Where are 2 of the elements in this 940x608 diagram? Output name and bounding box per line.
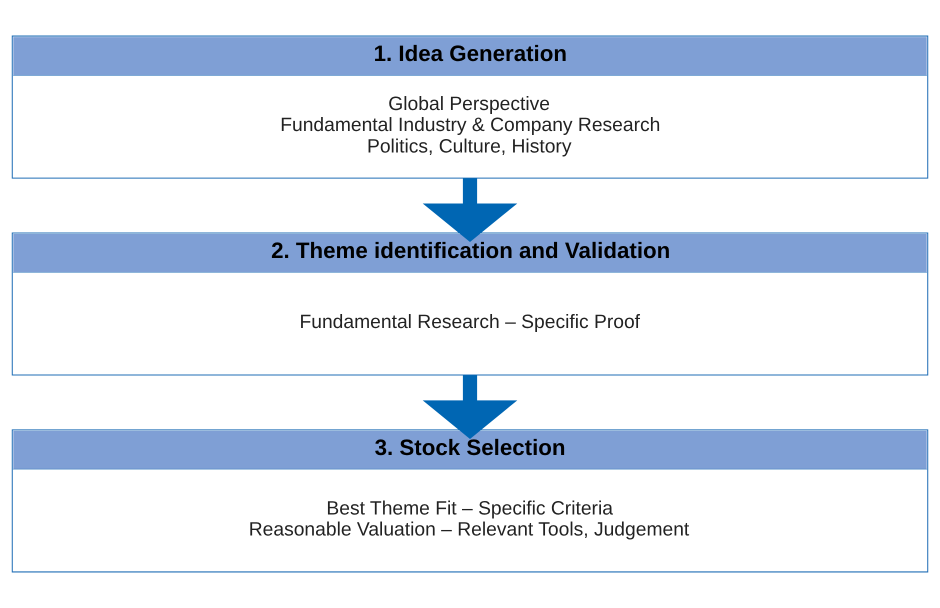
arrow bbox=[422, 375, 518, 439]
arrow bbox=[422, 178, 518, 242]
